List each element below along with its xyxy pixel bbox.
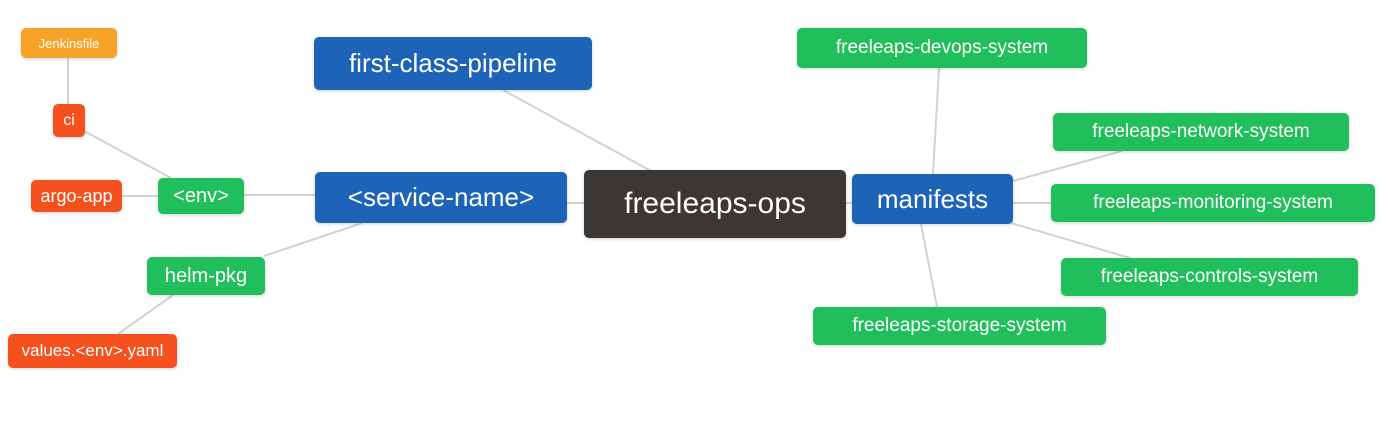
edge-manifests-to-freeleaps-controls-system — [1010, 222, 1131, 259]
node-manifests[interactable]: manifests — [852, 174, 1013, 224]
node-freeleaps-storage-system[interactable]: freeleaps-storage-system — [813, 307, 1106, 345]
edge-manifests-to-freeleaps-storage-system — [920, 223, 938, 308]
edge-helm-pkg-to-service-name — [263, 222, 363, 257]
node-values-env-yaml[interactable]: values.<env>.yaml — [8, 334, 177, 368]
node-jenkinsfile[interactable]: Jenkinsfile — [21, 28, 117, 58]
edge-values-env-yaml-to-helm-pkg — [117, 294, 174, 335]
node-helm-pkg[interactable]: helm-pkg — [147, 257, 265, 295]
node-freeleaps-network-system[interactable]: freeleaps-network-system — [1053, 113, 1349, 151]
edge-manifests-to-freeleaps-devops-system — [932, 67, 940, 175]
edge-ci-to-env — [83, 130, 172, 179]
node-first-class-pipeline[interactable]: first-class-pipeline — [314, 37, 592, 90]
node-freeleaps-ops[interactable]: freeleaps-ops — [584, 170, 846, 238]
edge-manifests-to-freeleaps-network-system — [1012, 150, 1123, 182]
edge-first-class-pipeline-to-freeleaps-ops — [502, 89, 652, 172]
node-service-name[interactable]: <service-name> — [315, 172, 567, 223]
node-ci[interactable]: ci — [53, 104, 85, 137]
node-argo-app[interactable]: argo-app — [31, 180, 122, 212]
node-env[interactable]: <env> — [158, 178, 244, 214]
node-freeleaps-devops-system[interactable]: freeleaps-devops-system — [797, 28, 1087, 68]
node-freeleaps-controls-system[interactable]: freeleaps-controls-system — [1061, 258, 1358, 296]
node-freeleaps-monitoring-system[interactable]: freeleaps-monitoring-system — [1051, 184, 1375, 222]
